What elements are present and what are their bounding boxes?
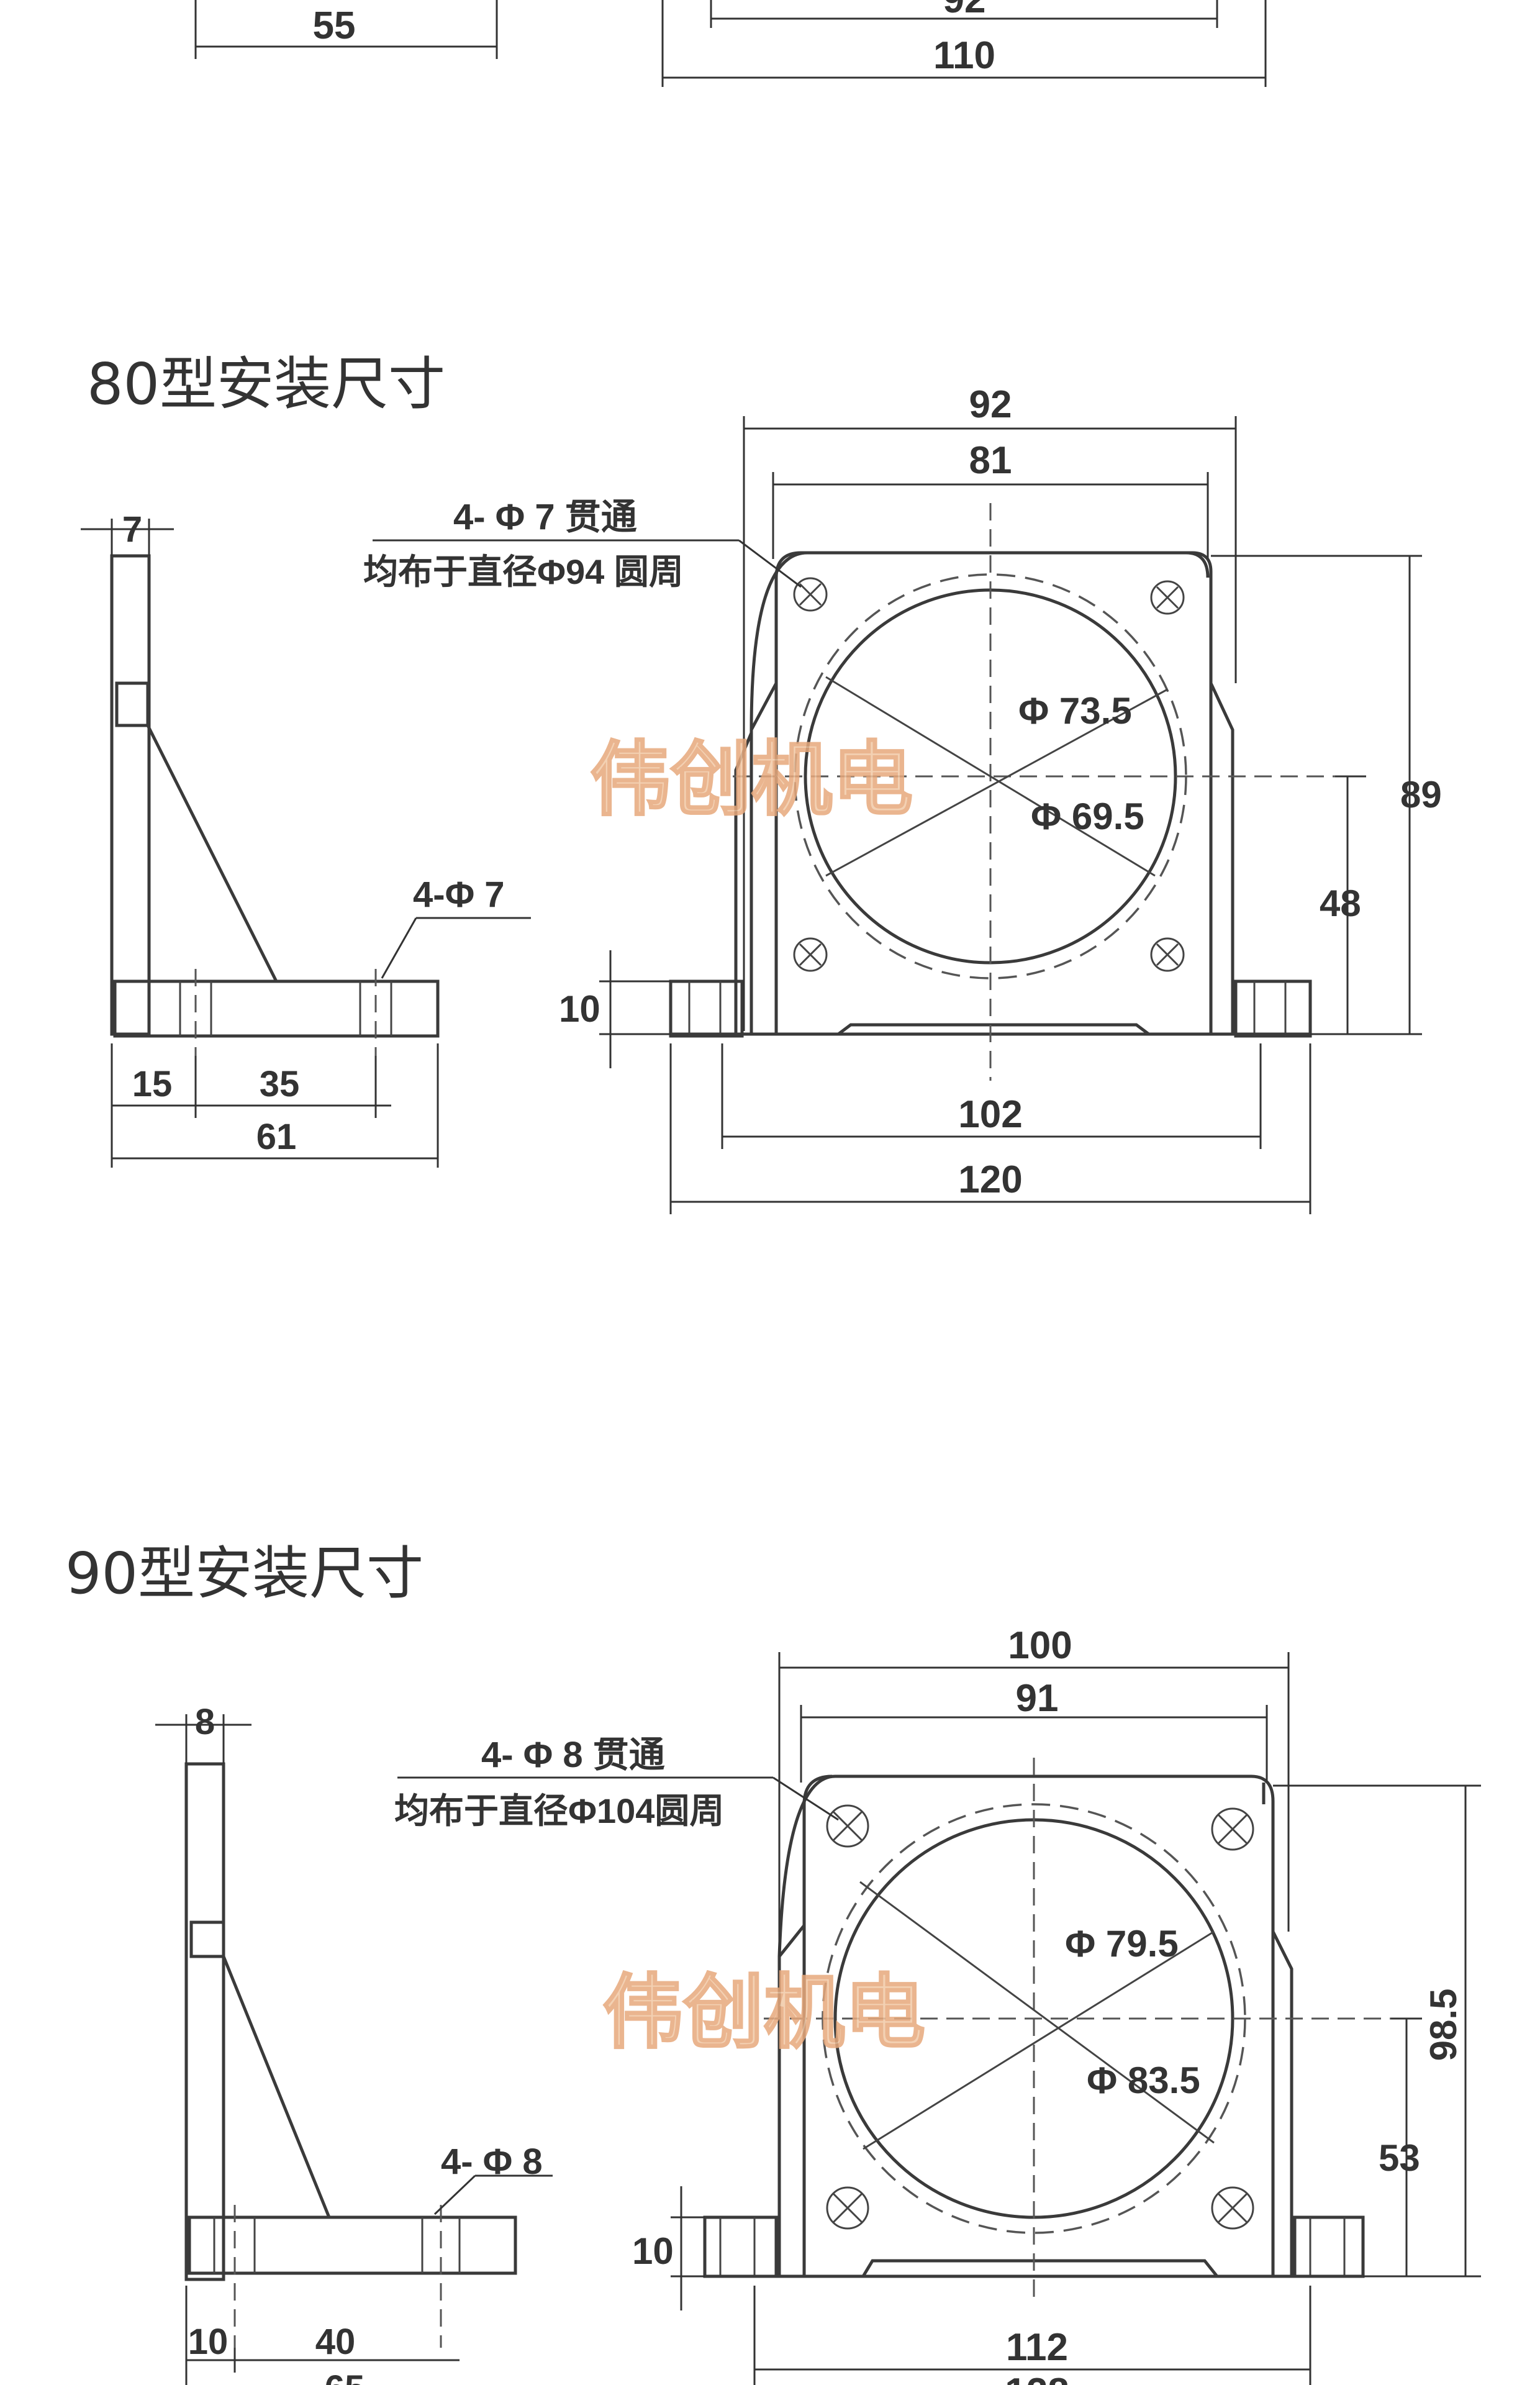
dim-53-90: 53 <box>1379 2137 1420 2179</box>
watermark-90: 伟创机电 <box>602 1965 925 2060</box>
phi-695-80: Φ 69.5 <box>1031 796 1144 837</box>
dim-55: 55 <box>313 4 356 47</box>
phi-735-80: Φ 73.5 <box>1018 690 1132 732</box>
dim-92-top: 92 <box>943 0 986 21</box>
bolt-holes-80 <box>793 577 1185 972</box>
dim-985-90: 98.5 <box>1423 1989 1464 2061</box>
dim-40-90: 40 <box>315 2322 356 2362</box>
dim-65-90: 65 <box>325 2368 365 2385</box>
top-partial: 55 92 110 <box>194 0 1267 87</box>
dim-81-80: 81 <box>969 439 1012 482</box>
section-90-title: 90型安装尺寸 <box>65 1540 424 1607</box>
dim-110-top: 110 <box>933 34 995 77</box>
dim-8-side-90: 8 <box>195 1702 215 1742</box>
dim-92-80: 92 <box>969 383 1012 426</box>
side-view-80: 7 4-Φ 7 15 35 61 <box>81 509 531 1168</box>
phi-835-90: Φ 83.5 <box>1087 2060 1200 2101</box>
dim-100-90: 100 <box>1008 1624 1072 1667</box>
hole-label-90: 4- Φ 8 <box>441 2142 543 2182</box>
side-view-90: 8 4- Φ 8 10 40 65 <box>155 1702 553 2385</box>
circle-note-80: 均布于直径Φ94 圆周 <box>363 552 684 591</box>
phi-795-90: Φ 79.5 <box>1065 1923 1179 1965</box>
dim-35-80: 35 <box>260 1064 300 1104</box>
dim-10-80: 10 <box>559 988 600 1030</box>
dim-128-90: 128 <box>1005 2371 1069 2385</box>
watermark-80: 伟创机电 <box>590 732 913 827</box>
front-view-80: 92 81 4- Φ 7 贯通 均布于直径Φ94 圆周 Φ 73.5 Φ 69.… <box>363 383 1442 1214</box>
dim-91-90: 91 <box>1016 1677 1059 1720</box>
front-view-90: 100 91 4- Φ 8 贯通 均布于直径Φ104圆周 Φ 79.5 Φ 83… <box>394 1624 1481 2385</box>
dim-112-90: 112 <box>1006 2326 1068 2369</box>
bolt-holes-90 <box>826 1804 1254 2230</box>
dim-89-80: 89 <box>1400 774 1442 815</box>
dim-15-80: 15 <box>132 1064 173 1104</box>
section-80: 80型安装尺寸 7 4-Φ 7 15 35 <box>81 351 1442 1214</box>
dim-7-side-80: 7 <box>122 509 142 550</box>
dim-48-80: 48 <box>1320 883 1361 924</box>
hole-label-80: 4-Φ 7 <box>413 874 505 915</box>
circle-note-90: 均布于直径Φ104圆周 <box>394 1791 724 1830</box>
dim-10-side-90: 10 <box>188 2322 229 2362</box>
section-90: 90型安装尺寸 8 4- Φ 8 10 40 65 <box>65 1540 1481 2385</box>
dim-102-80: 102 <box>958 1093 1022 1136</box>
dim-10-90: 10 <box>632 2230 674 2272</box>
hole-note-80: 4- Φ 7 贯通 <box>453 497 637 537</box>
dim-61-80: 61 <box>256 1117 297 1157</box>
dim-120-80: 120 <box>958 1158 1022 1201</box>
hole-note-90: 4- Φ 8 贯通 <box>481 1735 665 1775</box>
section-80-title: 80型安装尺寸 <box>87 351 445 417</box>
